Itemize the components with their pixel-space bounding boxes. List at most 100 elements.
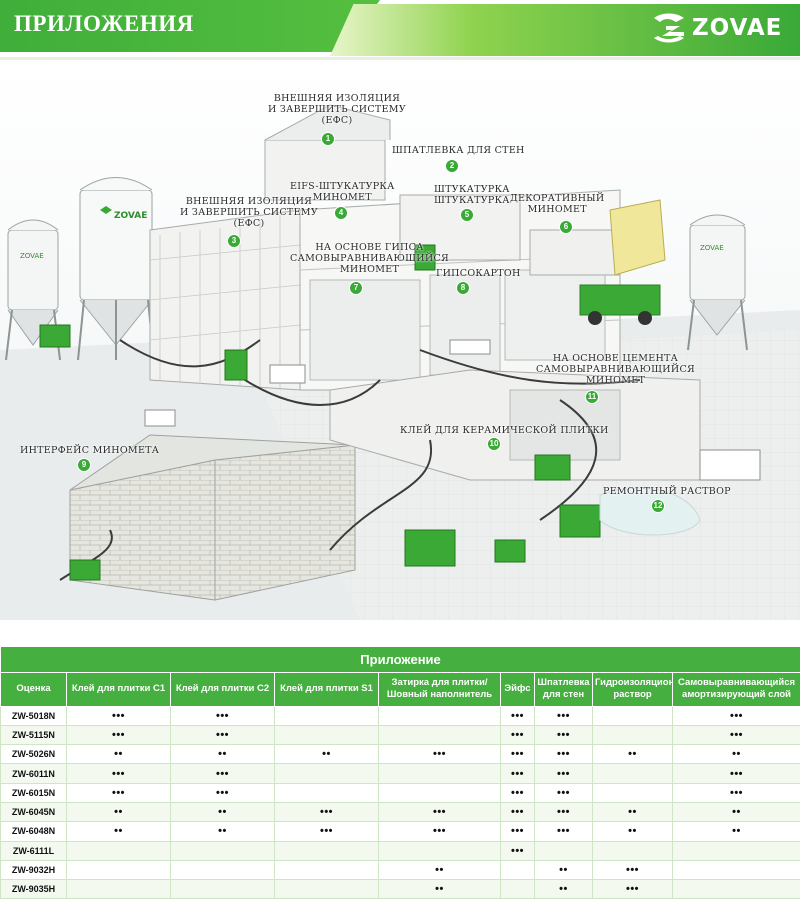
callout-badge-9: 9: [77, 458, 91, 472]
main-building: [149, 104, 666, 391]
material-pallets: [144, 339, 761, 481]
column-header: Затирка для плитки/Шовный наполнитель: [378, 671, 501, 707]
column-header: Клей для плитки C2: [170, 671, 275, 707]
rating-cell: [592, 782, 673, 803]
callout-badge-7: 7: [349, 281, 363, 295]
rating-cell: [170, 879, 275, 900]
rating-cell: •••: [534, 705, 593, 726]
rating-cell: [671, 840, 800, 861]
rating-cell: [170, 840, 275, 861]
model-cell: ZW-5018N: [0, 705, 67, 726]
column-header: Самовыравнивающийся амортизирующий слой: [671, 671, 800, 707]
header-title-banner: [0, 0, 380, 52]
callout-badge-11: 11: [585, 390, 599, 404]
table-row: ZW-5026N•••••••••••••••••••: [0, 744, 800, 765]
rating-cell: •••: [170, 763, 275, 784]
rating-cell: •••: [500, 763, 535, 784]
repair-mortar-puddle: [599, 487, 701, 536]
callout-label-9: ИНТЕРФЕЙС МИНОМЕТА: [20, 445, 160, 456]
rating-cell: •••: [66, 763, 171, 784]
rating-cell: ••: [534, 879, 593, 900]
rating-cell: [378, 840, 501, 861]
rating-cell: •••: [500, 705, 535, 726]
table-row: ZW-9035H•••••••: [0, 879, 800, 900]
rating-cell: [534, 840, 593, 861]
rating-cell: [66, 840, 171, 861]
rating-cell: ••: [66, 801, 171, 823]
rating-cell: •••: [378, 744, 501, 765]
callout-badge-4: 4: [334, 206, 348, 220]
rating-cell: •••: [500, 744, 535, 765]
model-cell: ZW-9035H: [0, 879, 67, 900]
zovae-logo: ZOVAE: [650, 12, 790, 46]
page-title: ПРИЛОЖЕНИЯ: [14, 11, 194, 36]
rating-cell: [671, 859, 800, 881]
rating-cell: •••: [66, 724, 171, 746]
table-row: ZW-6111L•••: [0, 840, 800, 861]
model-cell: ZW-5026N: [0, 744, 67, 765]
rating-cell: •••: [534, 821, 593, 842]
rating-cell: •••: [66, 782, 171, 803]
rating-cell: [66, 859, 171, 881]
model-cell: ZW-6011N: [0, 763, 67, 784]
header-divider: [0, 57, 800, 60]
rating-cell: ••: [671, 821, 800, 842]
rating-cell: •••: [170, 782, 275, 803]
table-body: ZW-5018N•••••••••••••••ZW-5115N•••••••••…: [0, 705, 800, 900]
rating-cell: [274, 724, 379, 746]
rating-cell: ••: [671, 744, 800, 765]
rating-cell: •••: [534, 763, 593, 784]
table-row: ZW-5115N•••••••••••••••: [0, 724, 800, 746]
callout-badge-3: 3: [227, 234, 241, 248]
model-cell: ZW-5115N: [0, 724, 67, 746]
callout-label-8: ГИПСОКАРТОН: [436, 268, 521, 279]
rating-cell: ••: [378, 879, 501, 900]
rating-cell: [378, 782, 501, 803]
application-illustration: ZOVAE ZOVAE ZOVAE: [0, 60, 800, 620]
rating-cell: •••: [671, 782, 800, 803]
table-row: ZW-6048N••••••••••••••••••••: [0, 821, 800, 842]
page-header: ПРИЛОЖЕНИЯ ZOVAE: [0, 0, 800, 57]
rating-cell: ••: [274, 744, 379, 765]
rating-cell: [378, 763, 501, 784]
column-header: Клей для плитки S1: [274, 671, 379, 707]
callout-label-12: РЕМОНТНЫЙ РАСТВОР: [603, 486, 731, 497]
rating-cell: [274, 705, 379, 726]
header-brand-banner: [330, 4, 800, 56]
callout-badge-1: 1: [321, 132, 335, 146]
model-cell: ZW-6045N: [0, 801, 67, 823]
rating-cell: •••: [534, 724, 593, 746]
rating-cell: •••: [378, 821, 501, 842]
rating-cell: [274, 782, 379, 803]
rating-cell: ••: [592, 801, 673, 823]
column-header: Шпатлевка для стен: [534, 671, 593, 707]
column-header: Клей для плитки C1: [66, 671, 171, 707]
rating-cell: [500, 859, 535, 881]
model-cell: ZW-6111L: [0, 840, 67, 861]
mortar-hoses: [59, 339, 641, 581]
rating-cell: ••: [66, 744, 171, 765]
rating-cell: •••: [170, 705, 275, 726]
column-header: Эйфс: [500, 671, 535, 707]
table-row: ZW-6015N•••••••••••••••: [0, 782, 800, 803]
rating-cell: •••: [671, 763, 800, 784]
table-row: ZW-6011N•••••••••••••••: [0, 763, 800, 784]
mortar-machines: [39, 244, 601, 581]
model-cell: ZW-6048N: [0, 821, 67, 842]
callout-badge-12: 12: [651, 499, 665, 513]
rating-cell: ••: [534, 859, 593, 881]
callout-badge-8: 8: [456, 281, 470, 295]
table-title: Приложение: [0, 647, 800, 672]
rating-cell: •••: [274, 821, 379, 842]
rating-cell: •••: [274, 801, 379, 823]
silo-center: ZOVAE: [77, 177, 155, 361]
rating-cell: •••: [671, 724, 800, 746]
rating-cell: •••: [500, 821, 535, 842]
